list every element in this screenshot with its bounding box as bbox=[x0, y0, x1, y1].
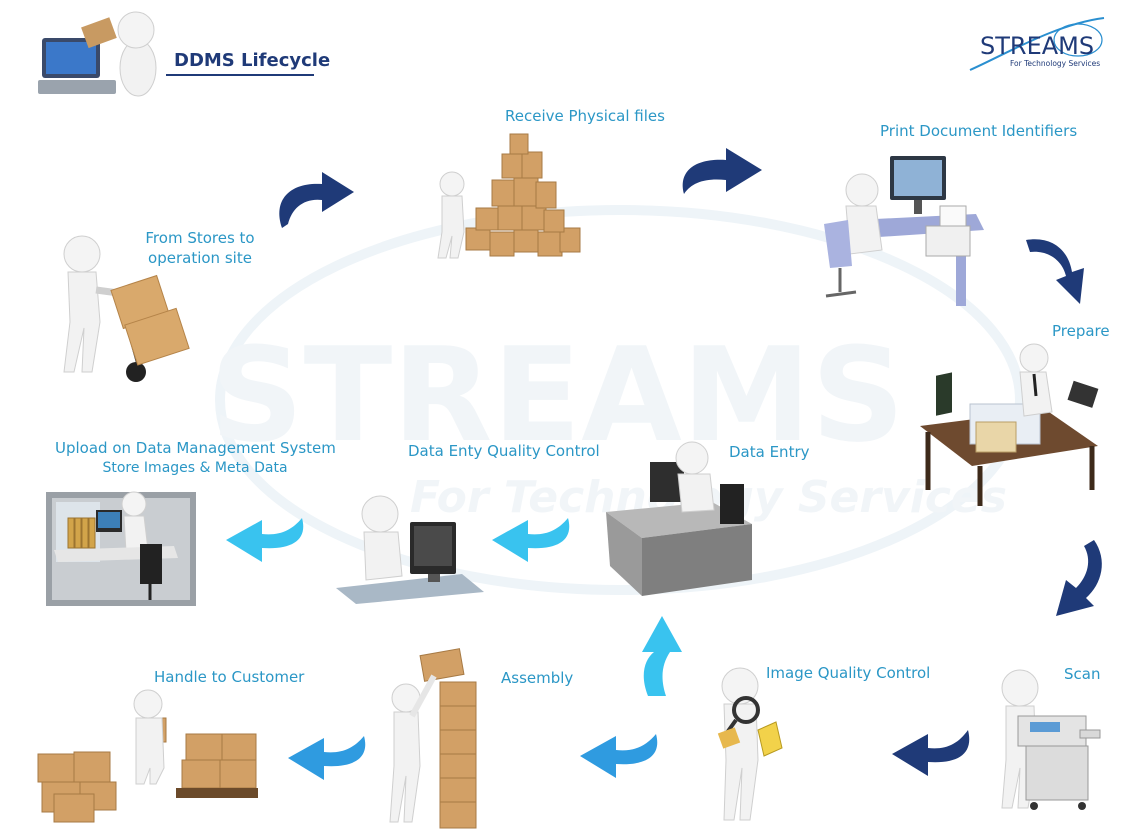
label-assembly: Assembly bbox=[501, 669, 574, 687]
image-qc-magnifier-figure-icon bbox=[717, 667, 783, 821]
print-station-figure-icon bbox=[824, 156, 984, 306]
assembly-stacking-figure-icon bbox=[389, 648, 477, 829]
arrow-stores-to-receive bbox=[279, 172, 354, 228]
label-prepare: Prepare bbox=[1052, 322, 1110, 340]
arrow-data-entry-to-data-qc bbox=[492, 518, 570, 562]
received-boxes-figure-icon bbox=[437, 133, 581, 259]
arrow-receive-to-print bbox=[682, 148, 762, 194]
label-receive-physical-files: Receive Physical files bbox=[505, 107, 665, 125]
arrow-print-to-prepare bbox=[1026, 239, 1084, 304]
page-title: DDMS Lifecycle bbox=[174, 50, 331, 71]
label-stores-to-operation-line2: operation site bbox=[148, 249, 252, 267]
header-figure-computer-icon bbox=[38, 11, 157, 97]
arrow-assembly-to-handle bbox=[288, 736, 366, 780]
arrow-image-qc-to-assembly bbox=[580, 734, 658, 778]
title-underline bbox=[166, 74, 314, 76]
logo-name: STREAMS bbox=[980, 32, 1094, 60]
data-qc-computer-figure-icon bbox=[336, 495, 484, 604]
arrow-image-qc-to-data-entry bbox=[642, 616, 682, 696]
handle-to-customer-figure-icon bbox=[37, 689, 258, 823]
label-data-entry: Data Entry bbox=[729, 443, 810, 461]
label-scan: Scan bbox=[1064, 665, 1101, 683]
logo-tagline: For Technology Services bbox=[1010, 59, 1100, 68]
hand-truck-figure-icon bbox=[63, 235, 190, 382]
label-print-document-identifiers: Print Document Identifiers bbox=[880, 122, 1078, 140]
label-handle-to-customer: Handle to Customer bbox=[154, 668, 305, 686]
label-image-quality-control: Image Quality Control bbox=[766, 664, 931, 682]
label-data-entry-quality-control: Data Enty Quality Control bbox=[408, 442, 600, 460]
upload-office-cubicle-icon bbox=[46, 491, 196, 606]
streams-logo: STREAMS For Technology Services bbox=[969, 17, 1105, 71]
arrow-scan-to-image-qc bbox=[892, 730, 970, 776]
label-upload-line2: Store Images & Meta Data bbox=[102, 460, 288, 476]
data-entry-desk-figure-icon bbox=[606, 441, 752, 596]
prepare-station-figure-icon bbox=[920, 343, 1099, 506]
arrow-data-qc-to-upload bbox=[226, 518, 304, 562]
scan-station-figure-icon bbox=[1001, 669, 1101, 810]
label-stores-to-operation-line1: From Stores to bbox=[145, 229, 255, 247]
label-upload-line1: Upload on Data Management System bbox=[55, 439, 336, 457]
arrow-prepare-to-scan bbox=[1056, 540, 1102, 616]
